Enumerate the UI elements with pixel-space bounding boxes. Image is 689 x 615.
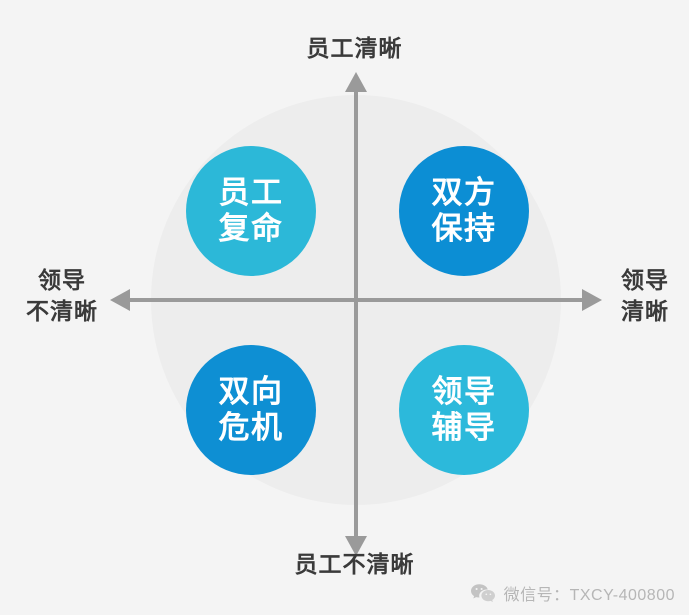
- quadrant-bubble-bottom-right[interactable]: 领导 辅导: [399, 345, 529, 475]
- arrow-up-icon: [345, 72, 367, 92]
- axis-label-bottom: 员工不清晰: [294, 551, 415, 577]
- axis-label-right-line1: 领导: [621, 266, 669, 293]
- quadrant-label-line2: 危机: [218, 410, 284, 445]
- arrow-right-icon: [582, 289, 602, 311]
- quadrant-label-line1: 双方: [431, 175, 497, 211]
- arrow-left-icon: [110, 289, 130, 311]
- quadrant-label-line2: 复命: [218, 211, 284, 246]
- axis-label-right-line2: 清晰: [621, 298, 669, 324]
- horizontal-axis-line: [128, 298, 584, 302]
- axis-label-right: 领导 清晰: [600, 265, 689, 327]
- quadrant-bubble-top-left[interactable]: 员工 复命: [186, 146, 316, 276]
- axis-label-left-line1: 领导: [38, 266, 86, 293]
- quadrant-label-line2: 保持: [431, 211, 497, 246]
- quadrant-bubble-top-right[interactable]: 双方 保持: [399, 146, 529, 276]
- watermark: 微信号：TXCY-400800: [470, 581, 675, 605]
- quadrant-label-line2: 辅导: [431, 410, 497, 445]
- watermark-text: 微信号：TXCY-400800: [503, 587, 675, 604]
- axis-label-left-line2: 不清晰: [26, 298, 98, 324]
- axis-label-top: 员工清晰: [306, 35, 403, 61]
- quadrant-label-line1: 领导: [431, 374, 497, 410]
- vertical-axis-line: [354, 88, 358, 540]
- axis-label-left: 领导 不清晰: [14, 265, 110, 327]
- quadrant-bubble-bottom-left[interactable]: 双向 危机: [186, 345, 316, 475]
- wechat-icon: [470, 584, 495, 603]
- arrow-down-icon: [345, 536, 367, 556]
- quadrant-label-line1: 双向: [218, 374, 284, 410]
- quadrant-label-line1: 员工: [218, 175, 284, 211]
